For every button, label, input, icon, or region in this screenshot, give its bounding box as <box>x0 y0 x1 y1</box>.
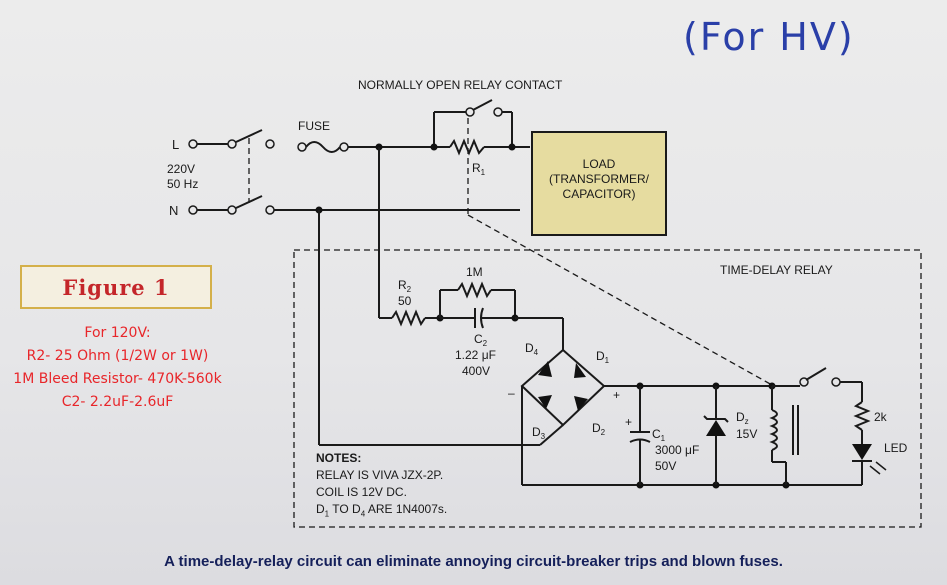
bleed-resistor-value: 1M <box>466 265 483 279</box>
svg-text:D1: D1 <box>596 349 610 365</box>
line-terminal-label: L <box>172 137 179 152</box>
notes-120v-line-1: For 120V: <box>84 325 151 341</box>
fuse-label: FUSE <box>298 119 330 133</box>
zener-value: 15V <box>736 427 757 441</box>
diode-d2 <box>574 396 588 411</box>
notes-line-1: RELAY IS VIVA JZX-2P. <box>316 468 444 482</box>
led-label: LED <box>884 441 908 455</box>
svg-text:D3: D3 <box>532 425 546 441</box>
c1-label: C <box>652 427 661 441</box>
svg-text:C2: C2 <box>474 332 488 348</box>
svg-text:R2: R2 <box>398 278 412 294</box>
line-terminal <box>188 139 198 149</box>
c2-capacitor <box>440 307 515 329</box>
notes-block: NOTES: RELAY IS VIVA JZX-2P. COIL IS 12V… <box>316 450 516 522</box>
c1-voltage: 50V <box>655 459 676 473</box>
d1-label: D <box>596 349 605 363</box>
d4-label: D <box>525 341 534 355</box>
notes-120v-line-4: C2- 2.2uF-2.6uF <box>61 394 174 410</box>
switch-contact <box>227 139 237 149</box>
svg-text:D4: D4 <box>525 341 539 357</box>
load-label-1: LOAD <box>583 157 616 171</box>
fuse <box>297 141 434 153</box>
d3-label: D <box>532 425 541 439</box>
load-box <box>531 131 667 236</box>
diode-d4 <box>538 361 552 377</box>
handwritten-note: (For HV) <box>683 15 855 59</box>
relay-linkage-diagonal <box>467 214 773 386</box>
c1-capacitor <box>629 386 651 485</box>
r1-resistor <box>434 138 530 156</box>
r1-label: R <box>472 161 481 175</box>
notes-title: NOTES: <box>316 451 362 465</box>
figure-caption: A time-delay-relay circuit can eliminate… <box>164 553 783 570</box>
led-resistor <box>853 401 871 444</box>
voltage-label: 220V <box>167 162 195 176</box>
svg-text:R1: R1 <box>472 161 486 177</box>
svg-text:C1: C1 <box>652 427 666 443</box>
relay-switch <box>772 367 863 402</box>
notes-120v: For 120V: R2- 25 Ohm (1/2W or 1W) 1M Ble… <box>0 322 235 414</box>
d2-label: D <box>592 421 601 435</box>
switch-blade-line <box>235 129 263 143</box>
frequency-label: 50 Hz <box>167 177 198 191</box>
notes-line-3: D1 TO D4 ARE 1N4007s. <box>316 502 448 519</box>
svg-text:Dz: Dz <box>736 410 749 426</box>
c2-label: C <box>474 332 483 346</box>
svg-text:D2: D2 <box>592 421 606 437</box>
c1-value: 3000 μF <box>655 443 699 457</box>
bridge-rectifier <box>520 348 606 427</box>
diode-d1 <box>574 363 586 378</box>
time-delay-relay-label: TIME-DELAY RELAY <box>720 263 833 277</box>
relay-contact <box>433 99 513 147</box>
neutral-terminal-label: N <box>169 203 178 218</box>
notes-line-2: COIL IS 12V DC. <box>316 485 407 499</box>
relay-contact-label: NORMALLY OPEN RELAY CONTACT <box>358 78 563 92</box>
c2-voltage: 400V <box>462 364 490 378</box>
mains-input <box>188 129 520 215</box>
relay-coil <box>769 386 799 485</box>
zener-label: D <box>736 410 745 424</box>
c1-plus: + <box>625 415 632 429</box>
led <box>852 444 887 485</box>
bridge-plus: + <box>613 388 620 402</box>
neutral-terminal <box>188 205 198 215</box>
time-delay-relay-box <box>293 249 922 528</box>
r2-value: 50 <box>398 294 412 308</box>
c2-value: 1.22 μF <box>455 348 496 362</box>
led-resistor-value: 2k <box>874 410 888 424</box>
zener-diode <box>703 386 729 485</box>
bleed-resistor <box>439 281 516 318</box>
figure-label: Figure 1 <box>20 265 212 309</box>
bridge-minus: – <box>508 386 515 400</box>
r2-resistor <box>379 309 440 327</box>
load-label-2: (TRANSFORMER/ <box>549 172 650 186</box>
r2-label: R <box>398 278 407 292</box>
diode-d3 <box>538 395 552 409</box>
notes-120v-line-2: R2- 25 Ohm (1/2W or 1W) <box>26 348 209 364</box>
load-label-3: CAPACITOR) <box>563 187 636 201</box>
notes-120v-line-3: 1M Bleed Resistor- 470K-560k <box>13 371 222 387</box>
